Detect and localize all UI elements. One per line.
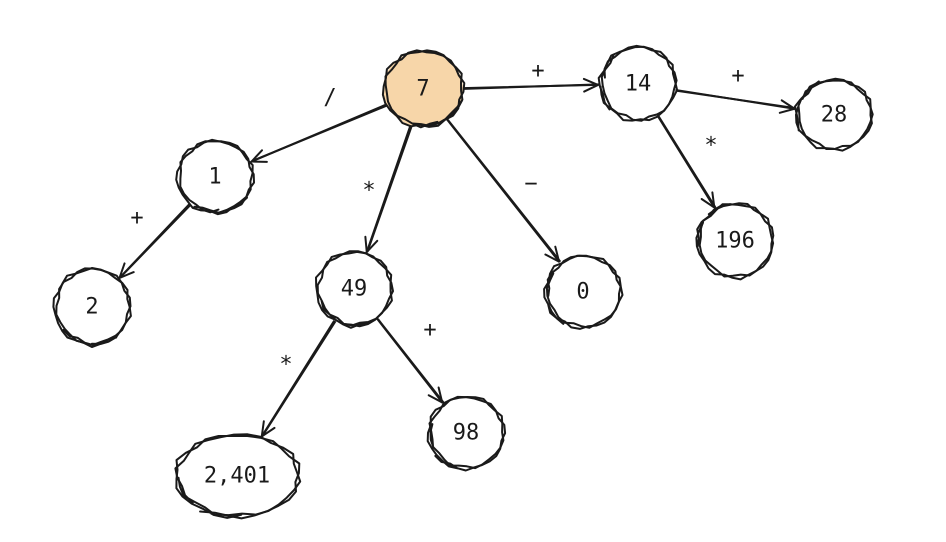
node-14: 14 [597, 44, 679, 122]
operator-label: + [423, 318, 436, 343]
node-value: 49 [341, 277, 368, 302]
operator-label: − [524, 172, 537, 197]
edge-n49-n98 [375, 317, 445, 404]
nodes-layer: 7 1 2 49 2,401 98 0 14 28 196 [52, 44, 874, 520]
edge-n7-n14 [461, 77, 600, 93]
arrowhead [544, 245, 561, 263]
edge-n7-n0 [445, 118, 561, 263]
edge-n7-n49 [364, 124, 413, 254]
edge-n49-n2401 [260, 319, 337, 438]
node-2: 2 [52, 267, 132, 348]
operator-label: + [531, 59, 544, 84]
edge-n14-n28 [674, 88, 797, 114]
arrowhead [582, 77, 600, 93]
node-1: 1 [175, 138, 255, 216]
node-value: 98 [453, 421, 480, 446]
arrowhead [427, 386, 444, 404]
edge-n7-n1 [250, 103, 389, 163]
operator-label: * [279, 353, 292, 378]
node-49: 49 [315, 250, 394, 329]
node-value: 2,401 [204, 464, 270, 489]
node-value: 1 [208, 165, 221, 190]
node-98: 98 [426, 395, 507, 472]
node-196: 196 [695, 202, 775, 281]
node-value: 196 [715, 229, 755, 254]
node-value: 28 [821, 103, 848, 128]
node-value: 14 [625, 72, 652, 97]
operator-label: / [323, 86, 336, 111]
node-7: 7 [381, 49, 466, 129]
node-value: 0 [576, 280, 589, 305]
node-2401: 2,401 [174, 433, 302, 520]
arrowhead [364, 235, 379, 254]
edge-n14-n196 [656, 114, 717, 209]
arrowhead [250, 149, 268, 163]
node-value: 7 [416, 77, 429, 102]
node-0: 0 [543, 254, 624, 330]
edges-layer [118, 77, 797, 438]
operator-label: + [731, 64, 744, 89]
operator-label: + [130, 206, 143, 231]
node-28: 28 [794, 77, 874, 152]
node-value: 2 [85, 295, 98, 320]
operator-label: * [362, 179, 375, 204]
operator-label: * [704, 134, 717, 159]
operator-labels-layer: / * − + + * + + * [130, 59, 744, 378]
arrowhead [700, 191, 716, 209]
